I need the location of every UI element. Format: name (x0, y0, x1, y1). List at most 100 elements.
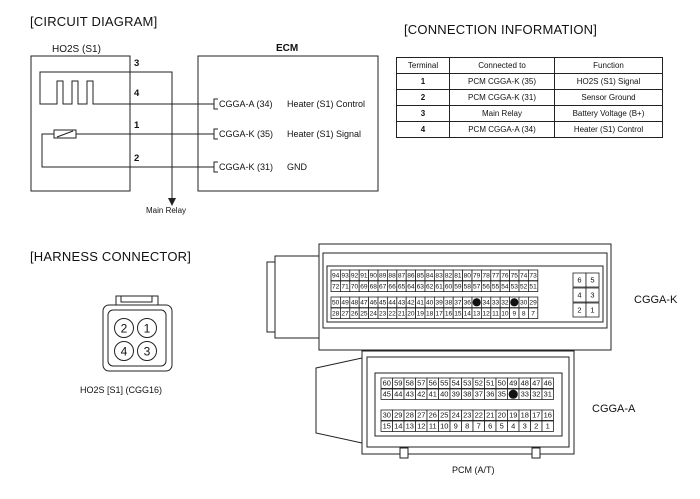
harness-connector-title: [HARNESS CONNECTOR] (30, 249, 192, 264)
svg-text:51: 51 (529, 284, 537, 291)
svg-text:29: 29 (394, 411, 402, 420)
svg-text:33: 33 (521, 390, 529, 399)
connector-pin: 17 (530, 409, 543, 421)
connector-pin: 13 (403, 420, 416, 432)
svg-text:33: 33 (492, 300, 500, 307)
connector-pin: 17 (433, 307, 445, 320)
connector-pin: 66 (386, 280, 398, 293)
connector-pin: 88 (386, 269, 398, 282)
connector-pin: 60 (380, 377, 393, 389)
svg-text:82: 82 (445, 273, 453, 280)
connector-pin: 59 (452, 280, 464, 293)
connector-pin: 67 (377, 280, 388, 293)
svg-text:28: 28 (332, 311, 340, 318)
table-row: 1 PCM CGGA-K (35) HO2S (S1) Signal (396, 73, 663, 90)
connector-pin: 50 (495, 377, 508, 389)
connector-pin: 7 (528, 307, 539, 320)
connector-pin: 58 (462, 280, 473, 293)
connector-pin: 39 (449, 388, 462, 400)
svg-text:38: 38 (445, 300, 453, 307)
svg-text:9: 9 (454, 422, 458, 431)
connector-pin: 38 (461, 388, 474, 400)
connector-pin: 52 (472, 377, 485, 389)
connector-pin: 29 (528, 296, 539, 309)
connector-pin: 57 (415, 377, 428, 389)
connector-pin: 33 (490, 296, 501, 309)
svg-text:18: 18 (426, 311, 434, 318)
svg-text:73: 73 (529, 273, 537, 280)
connector-pin: 20 (405, 307, 417, 320)
svg-text:52: 52 (475, 379, 483, 388)
connection-table: Terminal Connected to Function 1 PCM CGG… (396, 57, 663, 138)
svg-text:49: 49 (341, 300, 349, 307)
connector-pin: 16 (443, 307, 454, 320)
connector-pin: 3 (518, 420, 531, 432)
svg-text:20: 20 (498, 411, 506, 420)
svg-text:64: 64 (407, 284, 415, 291)
connector-pin: 20 (495, 409, 508, 421)
svg-text:38: 38 (463, 390, 471, 399)
svg-text:2: 2 (577, 305, 581, 314)
connector-pin: 57 (471, 280, 482, 293)
svg-text:58: 58 (464, 284, 472, 291)
connector-pin: 71 (339, 280, 351, 293)
connector-pin: 69 (358, 280, 370, 293)
connector-pin: 79 (471, 269, 482, 282)
svg-text:23: 23 (379, 311, 387, 318)
connector-pin: 1 (541, 420, 554, 432)
sensor-pin: 1 (137, 318, 157, 338)
wire-pin2 (41, 133, 214, 168)
cell-terminal: 4 (396, 121, 450, 138)
connector-pin: 53 (509, 280, 520, 293)
connector-pin: 42 (415, 388, 428, 400)
wire-pin3 (100, 71, 173, 200)
sensor-box (30, 55, 131, 192)
svg-text:37: 37 (475, 390, 483, 399)
connector-pin: 22 (472, 409, 485, 421)
svg-text:59: 59 (394, 379, 402, 388)
connector-pin: 76 (499, 269, 511, 282)
svg-text:19: 19 (417, 311, 425, 318)
connector-pin: 4 (507, 420, 520, 432)
svg-text:23: 23 (463, 411, 471, 420)
connector-pin: 68 (368, 280, 379, 293)
main-relay-label: Main Relay (146, 206, 187, 215)
svg-text:18: 18 (521, 411, 529, 420)
connector-pin: 42 (405, 296, 417, 309)
svg-text:4: 4 (577, 290, 581, 299)
connector-pin: 47 (358, 296, 370, 309)
svg-text:29: 29 (529, 300, 537, 307)
svg-text:31: 31 (544, 390, 552, 399)
connector-pin: 1 (585, 302, 600, 318)
connector-pin: 32 (499, 296, 511, 309)
connector-pin: 92 (349, 269, 360, 282)
svg-text:57: 57 (417, 379, 425, 388)
svg-text:7: 7 (477, 422, 481, 431)
connector-pin: 14 (462, 307, 473, 320)
svg-text:55: 55 (440, 379, 448, 388)
svg-text:54: 54 (452, 379, 460, 388)
connector-pin: 21 (484, 409, 497, 421)
svg-text:1: 1 (144, 322, 151, 336)
connector-pin: 59 (392, 377, 405, 389)
svg-text:80: 80 (464, 273, 472, 280)
svg-text:16: 16 (544, 411, 552, 420)
svg-text:9: 9 (512, 311, 516, 318)
ecm-box (197, 55, 379, 192)
connector-pin: 12 (415, 420, 428, 432)
svg-text:56: 56 (429, 379, 437, 388)
svg-text:19: 19 (509, 411, 517, 420)
svg-text:79: 79 (473, 273, 481, 280)
svg-text:48: 48 (351, 300, 359, 307)
svg-text:15: 15 (383, 422, 391, 431)
connector-pin: 54 (499, 280, 511, 293)
connector-pin: 58 (403, 377, 416, 389)
svg-text:12: 12 (482, 311, 490, 318)
svg-text:89: 89 (379, 273, 387, 280)
connector-pin: 28 (403, 409, 416, 421)
connector-pin: 75 (509, 269, 520, 282)
svg-text:34: 34 (482, 300, 490, 307)
svg-text:32: 32 (501, 300, 509, 307)
connector-pin: 3 (585, 287, 600, 303)
svg-text:65: 65 (398, 284, 406, 291)
